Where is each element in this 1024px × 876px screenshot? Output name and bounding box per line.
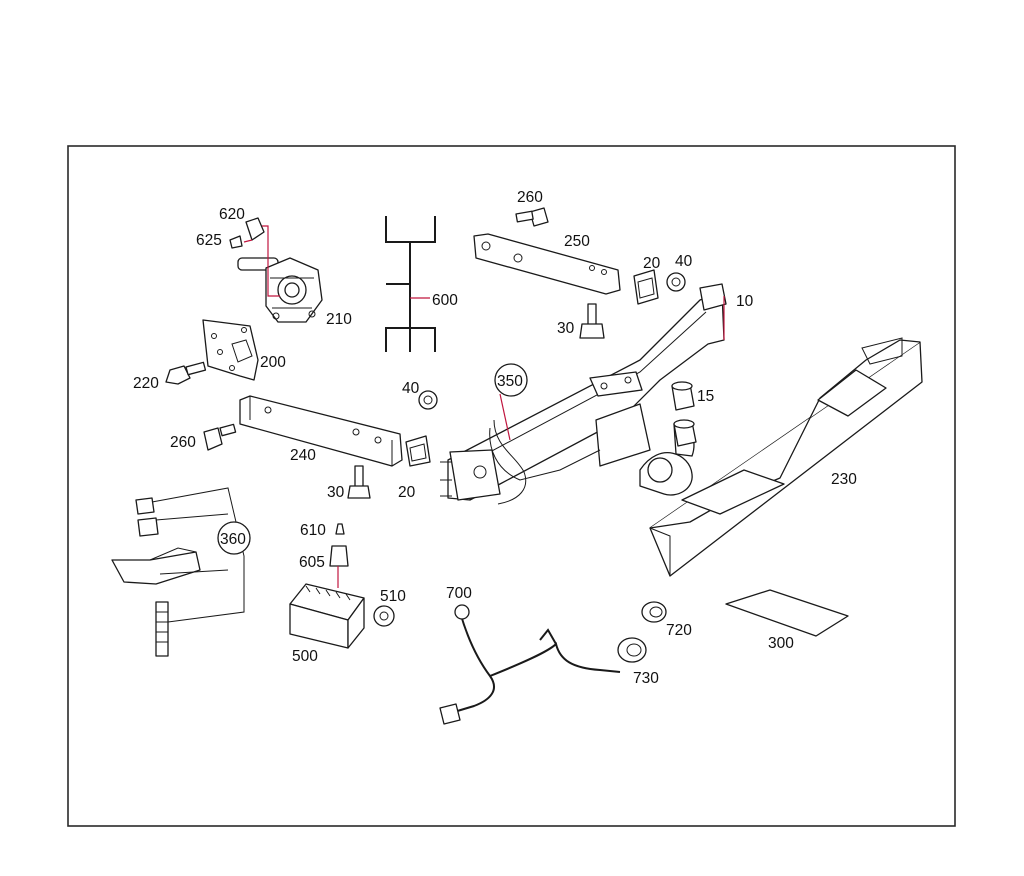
label-720: 720 (666, 622, 692, 639)
label-500: 500 (292, 648, 318, 665)
part-350-cable (489, 419, 601, 505)
label-625: 625 (196, 232, 222, 249)
part-15-caps (671, 381, 697, 447)
label-240: 240 (290, 447, 316, 464)
label-600: 600 (432, 292, 458, 309)
label-220: 220 (133, 375, 159, 392)
diagram-frame (67, 145, 956, 827)
label-620: 620 (219, 206, 245, 223)
label-210: 210 (326, 311, 352, 328)
label-20-upper: 20 (643, 255, 661, 272)
label-300: 300 (768, 635, 794, 652)
label-730: 730 (633, 670, 659, 687)
part-40-washer-lower (418, 390, 438, 410)
part-30-bolt-lower (347, 465, 371, 499)
label-230: 230 (831, 471, 857, 488)
part-720-connector (641, 601, 667, 623)
part-220-bolt (165, 361, 207, 385)
part-260-bolt-top (515, 207, 549, 227)
part-240-arm (239, 395, 403, 467)
label-15: 15 (697, 388, 714, 405)
label-360: 360 (220, 531, 246, 548)
part-605-plug (329, 545, 349, 567)
part-625-pin (229, 235, 243, 249)
label-200: 200 (260, 354, 286, 371)
label-40-lower: 40 (402, 380, 420, 397)
part-700-harness (439, 604, 621, 725)
label-40-upper: 40 (675, 253, 693, 270)
part-500-module (289, 583, 365, 649)
part-620-plug (245, 217, 265, 241)
part-510-cap (373, 605, 395, 627)
part-730-connector (617, 637, 647, 663)
label-610: 610 (300, 522, 326, 539)
part-210-socket (237, 257, 323, 323)
label-350: 350 (497, 373, 523, 390)
part-10-carrier (440, 283, 727, 501)
label-250: 250 (564, 233, 590, 250)
part-20-clip-lower (405, 435, 431, 467)
part-200-plate (202, 319, 259, 381)
part-600-bracket (385, 216, 436, 352)
part-20-clip-upper (633, 269, 659, 305)
part-40-washer-upper (666, 272, 686, 292)
part-260-bolt-left (203, 423, 237, 451)
label-260-left: 260 (170, 434, 196, 451)
label-510: 510 (380, 588, 406, 605)
part-300-sticker (725, 589, 849, 637)
label-20-lower: 20 (398, 484, 416, 501)
label-700: 700 (446, 585, 472, 602)
part-610-pin (335, 523, 345, 535)
label-30-upper: 30 (557, 320, 575, 337)
part-30-bolt-upper (579, 303, 605, 339)
label-10: 10 (736, 293, 754, 310)
part-250-arm (473, 233, 621, 295)
label-605: 605 (299, 554, 325, 571)
part-230-bumper-beam (649, 337, 923, 577)
callout-350-circle (494, 363, 528, 397)
part-360-kit (111, 487, 245, 657)
label-30-lower: 30 (327, 484, 345, 501)
callout-360-circle (217, 521, 251, 555)
label-260-top: 260 (517, 189, 543, 206)
